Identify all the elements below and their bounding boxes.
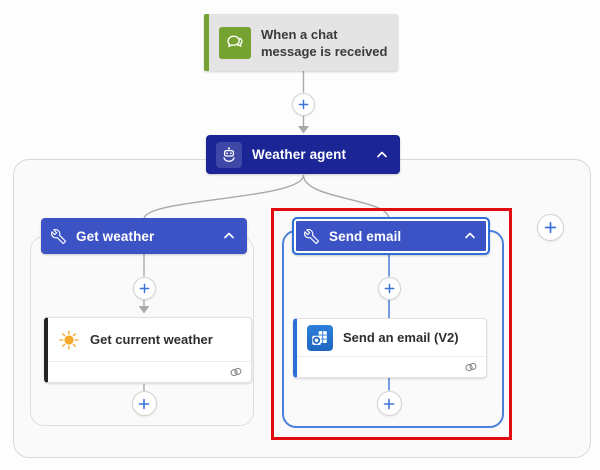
action-label: Send an email (V2) [343,330,459,345]
insert-step-button-after-trigger[interactable] [292,92,315,116]
collapse-chevron-up-icon[interactable] [374,147,390,163]
action-label: Get current weather [90,332,213,347]
add-tool-button[interactable] [536,214,564,241]
collapse-chevron-up-icon[interactable] [221,228,237,244]
add-action-button-get-weather-bottom[interactable] [131,391,157,416]
plus-icon [297,98,310,111]
wrench-icon [304,228,319,244]
outlook-icon [307,324,333,351]
wrench-icon [51,228,66,244]
plus-icon [382,397,396,411]
plus-icon [137,397,151,411]
add-action-button-send-email-bottom[interactable] [376,391,402,416]
insert-step-button-get-weather-top[interactable] [132,276,156,300]
plus-icon [138,282,151,295]
action-card-get-current-weather[interactable]: Get current weather [44,317,252,383]
trigger-card[interactable]: When a chat message is received [204,14,398,71]
agent-header[interactable]: Weather agent [206,135,400,174]
chat-icon [219,26,251,59]
tool-label: Send email [329,228,402,244]
connection-link-icon [229,365,243,379]
trigger-label: When a chat message is received [261,26,388,59]
tool-header-get-weather[interactable]: Get weather [41,218,247,254]
tool-header-send-email[interactable]: Send email [292,217,490,255]
connection-link-icon [464,360,478,374]
action-card-send-an-email[interactable]: Send an email (V2) [293,318,487,378]
insert-step-button-send-email-top[interactable] [377,276,401,300]
tool-label: Get weather [76,228,155,244]
plus-icon [543,220,558,235]
bot-icon [216,141,242,168]
sun-icon [58,329,80,351]
plus-icon [383,282,396,295]
agent-label: Weather agent [252,147,347,162]
collapse-chevron-up-icon[interactable] [462,228,478,244]
